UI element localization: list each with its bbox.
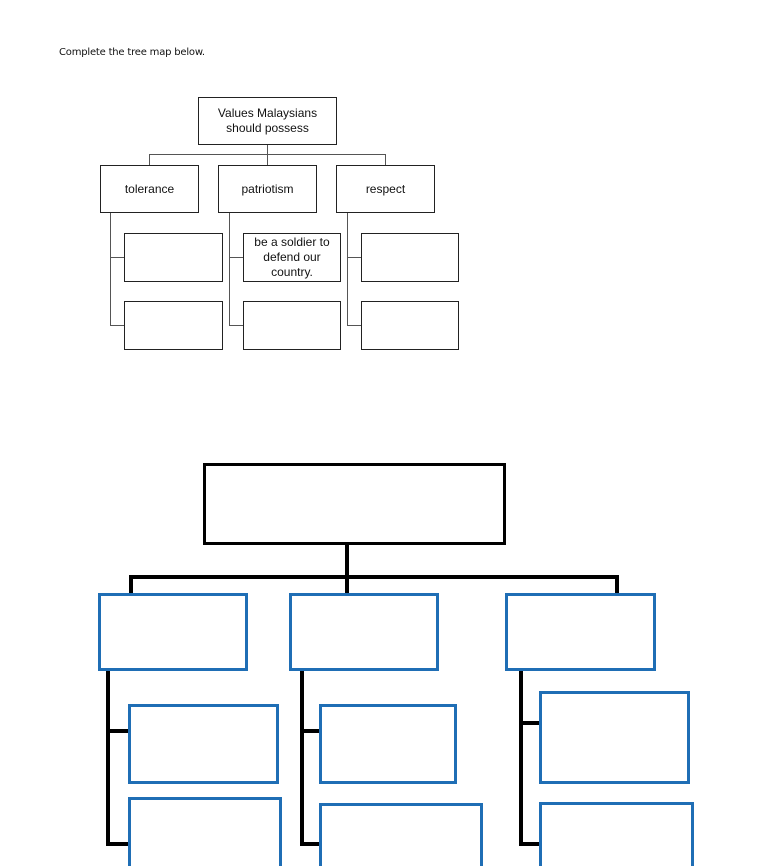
example-leaf-box bbox=[361, 301, 459, 350]
connector bbox=[615, 575, 619, 595]
example-branch-tolerance: tolerance bbox=[100, 165, 199, 213]
blank-leaf-box[interactable] bbox=[539, 802, 694, 866]
connector bbox=[347, 325, 361, 326]
connector bbox=[106, 729, 131, 733]
connector bbox=[345, 575, 349, 595]
connector bbox=[300, 670, 304, 846]
blank-leaf-box[interactable] bbox=[319, 704, 457, 784]
blank-branch-box[interactable] bbox=[505, 593, 656, 671]
connector bbox=[106, 670, 110, 846]
blank-root-box[interactable] bbox=[203, 463, 506, 545]
connector bbox=[110, 325, 124, 326]
example-leaf-box bbox=[124, 301, 223, 350]
connector bbox=[229, 325, 243, 326]
instruction-text: Complete the tree map below. bbox=[59, 47, 205, 58]
connector bbox=[129, 575, 133, 595]
connector bbox=[149, 154, 150, 165]
connector bbox=[110, 257, 124, 258]
blank-branch-box[interactable] bbox=[289, 593, 439, 671]
connector bbox=[519, 721, 541, 725]
blank-leaf-box[interactable] bbox=[128, 797, 282, 866]
connector bbox=[385, 154, 386, 165]
connector bbox=[267, 145, 268, 154]
connector bbox=[110, 213, 111, 326]
example-branch-respect: respect bbox=[336, 165, 435, 213]
example-branch-patriotism: patriotism bbox=[218, 165, 317, 213]
connector bbox=[229, 257, 243, 258]
connector bbox=[106, 842, 131, 846]
connector bbox=[345, 544, 349, 576]
example-leaf-box bbox=[124, 233, 223, 282]
example-leaf-box bbox=[361, 233, 459, 282]
blank-leaf-box[interactable] bbox=[128, 704, 279, 784]
connector bbox=[300, 842, 321, 846]
example-leaf-box bbox=[243, 301, 341, 350]
connector bbox=[519, 842, 541, 846]
connector bbox=[347, 213, 348, 326]
connector bbox=[229, 213, 230, 326]
example-leaf-box: be a soldier to defend our country. bbox=[243, 233, 341, 282]
connector bbox=[300, 729, 321, 733]
connector bbox=[347, 257, 361, 258]
connector bbox=[267, 154, 268, 165]
connector bbox=[129, 575, 619, 579]
blank-leaf-box[interactable] bbox=[319, 803, 483, 866]
blank-branch-box[interactable] bbox=[98, 593, 248, 671]
example-root-box: Values Malaysians should possess bbox=[198, 97, 337, 145]
blank-leaf-box[interactable] bbox=[539, 691, 690, 784]
connector bbox=[519, 670, 523, 846]
